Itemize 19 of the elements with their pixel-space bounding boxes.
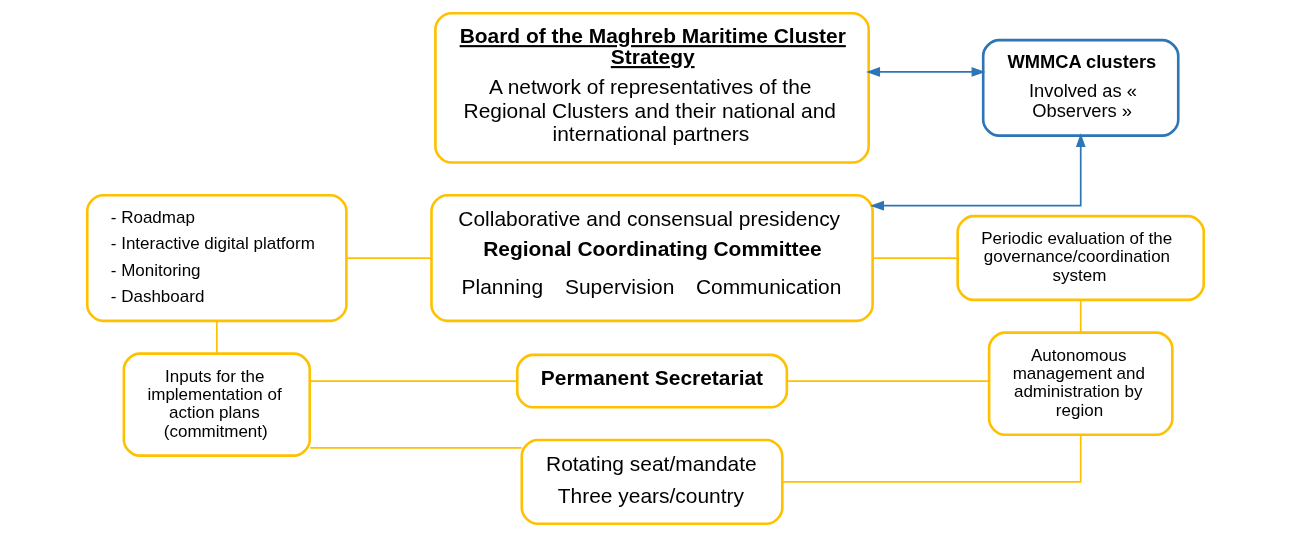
arrow (869, 133, 1086, 211)
connector (308, 380, 518, 382)
connector (308, 446, 523, 449)
arrow (865, 67, 985, 77)
connector (1079, 299, 1082, 334)
connector (785, 380, 990, 382)
node-box: Periodic evaluation of the governance/coordination system (955, 214, 1205, 302)
connector (871, 257, 958, 259)
node-box: Rotating seat/mandate Three years/country (520, 438, 784, 526)
connector (215, 320, 218, 354)
node-box: Permanent Secretariat (515, 353, 788, 409)
node-box: Collaborative and consensual presidency Regional Coordinating Committee Planning Supervision Communication (429, 193, 874, 323)
node-box: Autonomous management and administration by region (987, 331, 1174, 437)
node-box: WMMCA clusters Involved as « Observers » (981, 38, 1180, 137)
connector (781, 434, 1082, 483)
node-box: - Roadmap - Interactive digital platform - Monitoring - Dashboard (85, 193, 348, 323)
node-box: Inputs for the implementation of action plans (commitment) (122, 352, 311, 457)
connector (345, 257, 432, 259)
node-box: Board of the Maghreb Maritime Cluster Strategy A network of representatives of the Regional Clusters and their national and international partners (433, 11, 870, 164)
